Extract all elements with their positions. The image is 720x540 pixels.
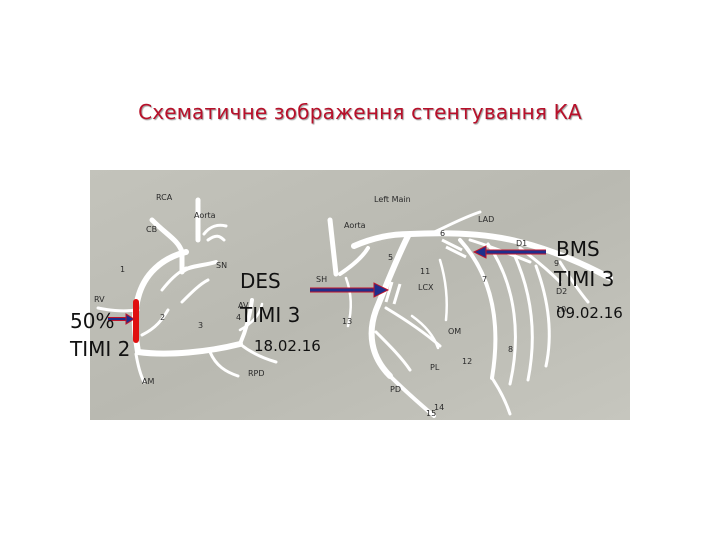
- label-aorta-left: Aorta: [194, 211, 216, 220]
- des-stent-marker-2: [392, 283, 402, 305]
- des-timi-grade: TIMI 3: [240, 303, 301, 327]
- label-cb: CB: [146, 225, 157, 234]
- label-am: AM: [142, 377, 154, 386]
- stent-markers: [384, 238, 467, 305]
- label-seg-7: 7: [482, 275, 487, 284]
- label-seg-2: 2: [160, 313, 165, 322]
- des-date: 18.02.16: [254, 337, 321, 355]
- label-seg-10: 10: [556, 305, 566, 314]
- bms-stent-marker: [441, 238, 463, 252]
- label-seg-9: 9: [554, 259, 559, 268]
- label-seg-8: 8: [508, 345, 513, 354]
- label-sn: SN: [216, 261, 227, 270]
- label-d1: D1: [516, 239, 527, 248]
- bms-stent-marker-2: [445, 245, 467, 259]
- label-pd: PD: [390, 385, 401, 394]
- label-seg-15: 15: [426, 409, 436, 418]
- label-rv: RV: [94, 295, 105, 304]
- slide-title: Схематичне зображення стентування КА: [138, 100, 582, 124]
- label-sh: SH: [316, 275, 327, 284]
- rca-stenosis-percent: 50%: [70, 309, 115, 333]
- label-seg-6: 6: [440, 229, 445, 238]
- des-stent-marker: [384, 281, 394, 303]
- label-lad: LAD: [478, 215, 494, 224]
- bms-date: 09.02.16: [556, 304, 623, 322]
- label-aorta-right: Aorta: [344, 221, 366, 230]
- label-om: OM: [448, 327, 461, 336]
- coronary-schematic-svg: RCA Aorta CB SN 1 RV 2 3 AV 4 AM RPD Lef…: [90, 170, 630, 420]
- label-seg-14: 14: [434, 403, 444, 412]
- rca-arrow: [108, 313, 135, 325]
- label-rca: RCA: [156, 193, 173, 202]
- des-stent-label: DES: [240, 269, 281, 293]
- bms-stent-label: BMS: [556, 237, 600, 261]
- scan-background: [90, 170, 630, 420]
- label-seg-1: 1: [120, 265, 125, 274]
- label-seg-3: 3: [198, 321, 203, 330]
- label-seg-13: 13: [342, 317, 352, 326]
- label-lcx: LCX: [418, 283, 434, 292]
- des-arrow: [310, 282, 390, 298]
- coronary-schematic-scan: RCA Aorta CB SN 1 RV 2 3 AV 4 AM RPD Lef…: [90, 170, 630, 420]
- label-left-main: Left Main: [374, 195, 411, 204]
- rca-timi-grade: TIMI 2: [70, 337, 131, 361]
- label-seg-5: 5: [388, 253, 393, 262]
- label-seg-4: 4: [236, 313, 241, 322]
- label-seg-11: 11: [420, 267, 430, 276]
- left-coronary-vessel-tree: [327, 210, 613, 418]
- label-av: AV: [238, 301, 249, 310]
- label-seg-12: 12: [462, 357, 472, 366]
- bms-arrow: [472, 245, 546, 259]
- label-rpd: RPD: [248, 369, 265, 378]
- scan-text-labels: RCA Aorta CB SN 1 RV 2 3 AV 4 AM RPD Lef…: [94, 193, 567, 418]
- label-pl: PL: [430, 363, 440, 372]
- bms-timi-grade: TIMI 3: [554, 267, 615, 291]
- label-d2: D2: [556, 287, 567, 296]
